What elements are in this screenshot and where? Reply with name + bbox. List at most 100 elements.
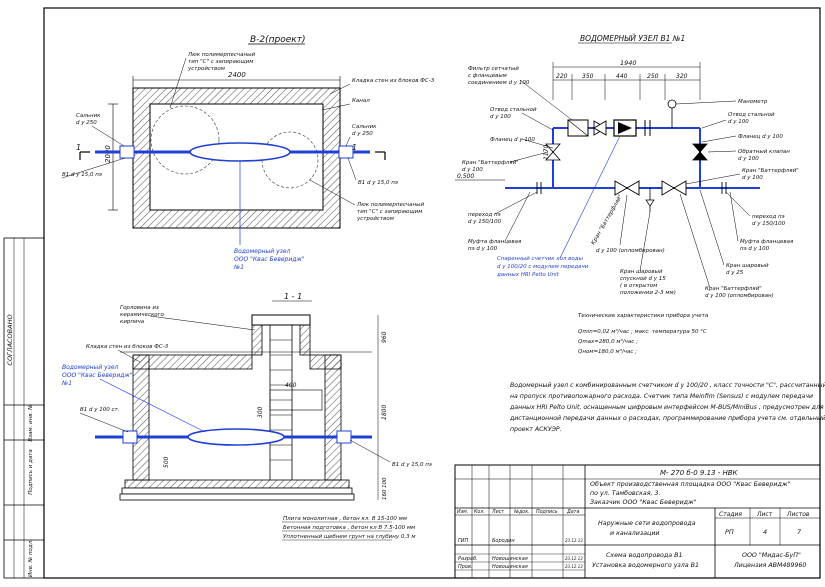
stamp-code: М- 270 б-0 9.13 - НВК bbox=[660, 469, 739, 477]
stamp-p0-role: ГИП bbox=[458, 538, 469, 544]
plan-note-bottom-2: тип "С" с запирающим bbox=[357, 209, 422, 215]
plan-sleeve-left-1: Сальник bbox=[76, 113, 101, 119]
stamp-sheet-2: Установка водомерного узла В1 bbox=[592, 562, 699, 569]
stamp-h-3: №док. bbox=[513, 509, 530, 515]
scheme-right-2-0: Фланец d у 100 bbox=[738, 134, 783, 140]
section-pipe-right: В1 d у 15,0 пэ bbox=[392, 462, 432, 468]
plan-pipe-right: В1 d у 15,0 пэ bbox=[358, 180, 398, 186]
scheme-left-1-0: Отвод стальной bbox=[490, 107, 537, 113]
section-dim-100: 100 bbox=[382, 477, 388, 488]
stamp-p1-name: Новошинская bbox=[492, 556, 528, 562]
stamp-object-1: Объект производственная площадка ООО "Кв… bbox=[590, 480, 791, 488]
plan-sleeve-right-2: d у 250 bbox=[352, 131, 373, 137]
scheme-bottom-1-1: спускной d у 15 bbox=[620, 276, 666, 282]
section-node-label-3: №1 bbox=[61, 380, 72, 387]
scheme-dim-3: 250 bbox=[647, 73, 659, 80]
section-neck-note-3: кирпича bbox=[120, 319, 145, 325]
scheme-dim-1940: 1940 bbox=[620, 59, 637, 67]
scheme-left-0-1: с фланцевым bbox=[468, 73, 507, 79]
stamp-stage-h-2: Листов bbox=[786, 511, 810, 518]
manometer-icon bbox=[667, 99, 677, 109]
scheme-left-4-1: d у 150/100 bbox=[468, 219, 502, 225]
stamp-stage-h-0: Стадия bbox=[719, 511, 742, 518]
plan-section-mark-right: 1 bbox=[352, 143, 357, 152]
side-strip: СОГЛАСОВАНО Взам. инв. № Подпись и дата … bbox=[3, 237, 45, 579]
scheme-left-5-0: Муфта фланцевая bbox=[468, 239, 522, 245]
stamp-object-3: Заказчик ООО "Квас Беверидж" bbox=[590, 499, 697, 506]
scheme-left-3-0: Кран "Баттерфляй" bbox=[462, 160, 519, 166]
section-dim-1800: 1800 bbox=[381, 405, 388, 420]
title-block-text: М- 270 б-0 9.13 - НВК Объект производств… bbox=[457, 469, 810, 570]
stamp-p2-role: Пров. bbox=[458, 564, 473, 570]
scheme-meter-label-2: d у 100/20 с модулем передачи bbox=[497, 264, 589, 270]
scheme-left-2-0: Фланец d у 100 bbox=[490, 137, 535, 143]
stamp-stage-v-1: 4 bbox=[763, 528, 767, 536]
description-line-5: проект АСКУЭР. bbox=[510, 426, 562, 433]
section-dim-500: 500 bbox=[163, 456, 170, 468]
section-layer-1: Плита монолитная , бетон кл. В 15-100 мм bbox=[283, 516, 407, 522]
section-node-label-1: Водомерный узел bbox=[62, 364, 119, 371]
stamp-h-1: Кол. bbox=[474, 509, 485, 515]
description-line-3: данных HRI Pelto Unit, оснащенным цифров… bbox=[509, 403, 824, 411]
section-neck-note-1: Горловина из bbox=[120, 305, 159, 311]
plan-note-bottom-1: Люк полимерпесчаный bbox=[356, 202, 424, 208]
stamp-stage-v-0: РП bbox=[725, 528, 734, 536]
section-view: 1 - 1 400 3 bbox=[61, 292, 432, 541]
plan-pipe-left: В1 d у 15,0 пэ bbox=[62, 172, 102, 178]
scheme-right-7-0: Кран шаровый bbox=[726, 263, 769, 269]
plan-sleeve-right-1: Сальник bbox=[352, 124, 377, 130]
scheme-right-6-0: Муфта фланцевая bbox=[740, 239, 794, 245]
stamp-p2-date: 23.12.13 bbox=[565, 564, 583, 569]
plan-title: В-2(проект) bbox=[250, 35, 306, 45]
scheme-dim-4: 320 bbox=[676, 73, 688, 80]
scheme-dim-2: 440 bbox=[616, 73, 628, 80]
plan-note-top-3: устройством bbox=[187, 66, 225, 72]
scheme-bottom-1-2: ( в открытом bbox=[620, 283, 657, 289]
scheme-right-5-1: d у 150/100 bbox=[752, 221, 786, 227]
scheme-right-4-1: d у 100 bbox=[742, 175, 763, 181]
scheme-bottom-0-0: Кран "Баттерфляй" bbox=[591, 194, 625, 246]
scheme-level: 0,500 bbox=[457, 173, 474, 180]
stamp-stage-v-2: 7 bbox=[797, 528, 802, 536]
stamp-company-1: ООО "Мидас-БуП" bbox=[742, 552, 801, 559]
scheme-left-0-2: соединением d у 100 bbox=[468, 80, 530, 86]
stamp-p1-role: Разраб. bbox=[458, 556, 478, 562]
stamp-h-4: Подпись bbox=[536, 509, 558, 515]
section-neck-note-2: керамического bbox=[120, 312, 165, 318]
plan-dim-height: 2000 bbox=[104, 145, 112, 163]
scheme-meter-label-1: Спаренный счетчик хол.воды bbox=[497, 256, 584, 262]
stamp-p0-date: 23.12.13 bbox=[565, 538, 583, 543]
scheme-right-4-0: Кран "Баттерфляй" bbox=[742, 168, 799, 174]
scheme-bottom-1-0: Кран шаровый bbox=[620, 269, 663, 275]
scheme-right-3-1: d у 100 bbox=[738, 156, 759, 162]
scheme-left-5-1: пэ d у 100 bbox=[468, 246, 498, 252]
plan-section-mark-left: 1 bbox=[76, 143, 81, 152]
description-line-1: Водомерный узел с комбинированным счетчи… bbox=[510, 381, 825, 389]
section-walls-note: Кладка стен из блоков ФС-3 bbox=[86, 344, 169, 350]
plan-note-top-1: Люк полимерпесчаный bbox=[187, 52, 255, 58]
stamp-h-0: Изм. bbox=[457, 509, 468, 515]
stamp-p1-date: 23.12.13 bbox=[565, 556, 583, 561]
plan-node-label-3: №1 bbox=[233, 264, 244, 271]
plan-view: В-2(проект) 2400 2000 1 1 Люк полимерп bbox=[61, 35, 435, 271]
scheme-right-0-0: Манометр bbox=[738, 99, 768, 105]
section-dim-160: 160 bbox=[382, 489, 388, 500]
tech-line-3: Qном=180,0 м³/час ; bbox=[578, 348, 637, 355]
description-line-4: дистанционной передачи данных о расходах… bbox=[509, 414, 825, 422]
side-cell-sign: Подпись и дата bbox=[28, 449, 34, 495]
stamp-p2-name: Новошинская bbox=[492, 564, 528, 570]
plan-note-channel: Канал bbox=[352, 98, 370, 104]
tech-title: Технические характеристики прибора учета bbox=[578, 313, 709, 319]
section-pipe-left: В1 d у 100 ст. bbox=[80, 407, 120, 413]
scheme-meter-label-3: данных HRI Pelto Unit bbox=[496, 272, 560, 278]
plan-node-label-2: ООО "Квас Беверидж" bbox=[234, 256, 305, 263]
scheme-right-1-1: d у 100 bbox=[728, 119, 749, 125]
plan-node-label-1: Водомерный узел bbox=[234, 248, 291, 255]
scheme-left-4-0: переход пэ bbox=[468, 212, 501, 218]
stamp-h-2: Лист bbox=[491, 509, 504, 515]
section-dim-300: 300 bbox=[257, 406, 264, 418]
scheme-bottom-1-3: положении 2-3 мм) bbox=[620, 290, 676, 296]
section-layer-2: Бетонная подготовка , бетон кл В 7.5-100… bbox=[283, 525, 415, 531]
stamp-object-2: по ул. Тамбовская, 3. bbox=[590, 489, 661, 497]
plan-dim-width: 2400 bbox=[228, 71, 246, 79]
